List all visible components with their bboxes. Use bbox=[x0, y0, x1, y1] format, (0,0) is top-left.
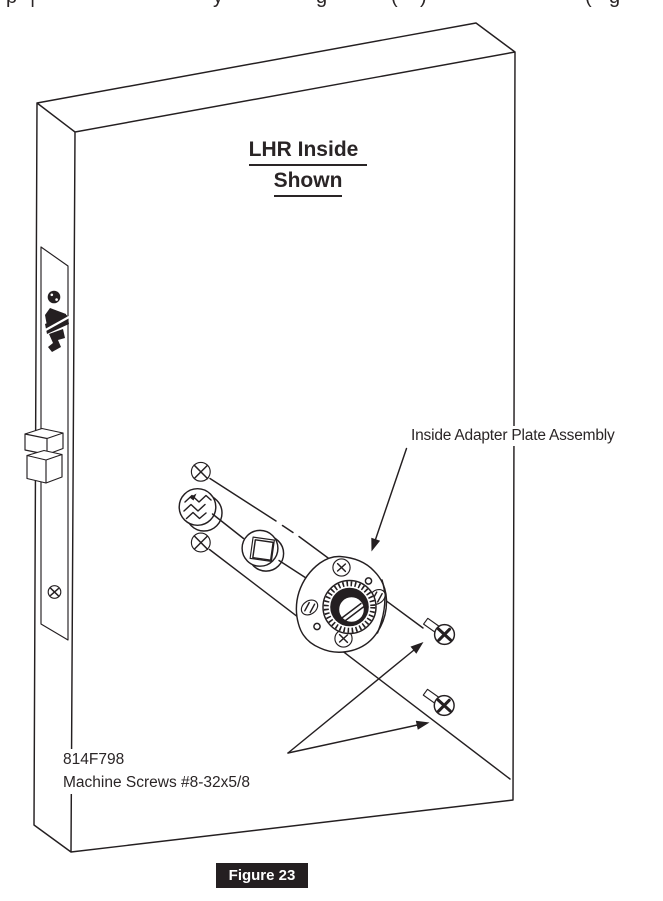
part-number-label: 814F798 bbox=[60, 749, 128, 772]
spindle-hub-center bbox=[322, 579, 377, 635]
screw-spec-label: Machine Screws #8-32x5/8 bbox=[60, 771, 253, 794]
clipped-text-fragment: y bbox=[213, 0, 223, 8]
latch-front-icon bbox=[41, 308, 70, 352]
figure-badge: Figure 23 bbox=[216, 863, 308, 888]
clipped-text-line: p | y g ( ) ( g bbox=[0, 0, 663, 8]
projection-lines bbox=[208, 477, 511, 780]
latch-bolt bbox=[24, 427, 64, 484]
machine-screw-upper bbox=[423, 617, 456, 646]
clipped-text-fragment: ( bbox=[585, 0, 592, 8]
clipped-text-fragment: ( bbox=[391, 0, 398, 8]
leader-arrows-screws bbox=[287, 642, 430, 754]
spindle-hub bbox=[178, 487, 223, 532]
leader-arrow-adapter bbox=[371, 447, 408, 552]
mortise-faceplate bbox=[40, 246, 70, 641]
spindle-bushing bbox=[241, 529, 285, 572]
clipped-text-fragment: g bbox=[316, 0, 327, 8]
diagram-heading: LHR Inside Shown bbox=[198, 138, 418, 200]
heading-line1: LHR Inside bbox=[248, 138, 368, 166]
machine-screw-lower bbox=[422, 688, 455, 717]
clipped-text-fragment: g bbox=[609, 0, 620, 8]
screw-parts-callout: 814F798 Machine Screws #8-32x5/8 bbox=[60, 749, 253, 794]
heading-line2: Shown bbox=[273, 169, 343, 197]
door-outline bbox=[33, 22, 516, 853]
adapter-plate-callout: Inside Adapter Plate Assembly bbox=[408, 426, 618, 446]
faceplate-screw-icon bbox=[47, 290, 61, 304]
clipped-text-fragment: p bbox=[6, 0, 17, 8]
clipped-text-fragment: ) bbox=[420, 0, 427, 8]
phillips-hole-markers bbox=[190, 461, 211, 553]
adapter-plate bbox=[295, 555, 388, 653]
clipped-text-fragment: | bbox=[30, 0, 35, 8]
